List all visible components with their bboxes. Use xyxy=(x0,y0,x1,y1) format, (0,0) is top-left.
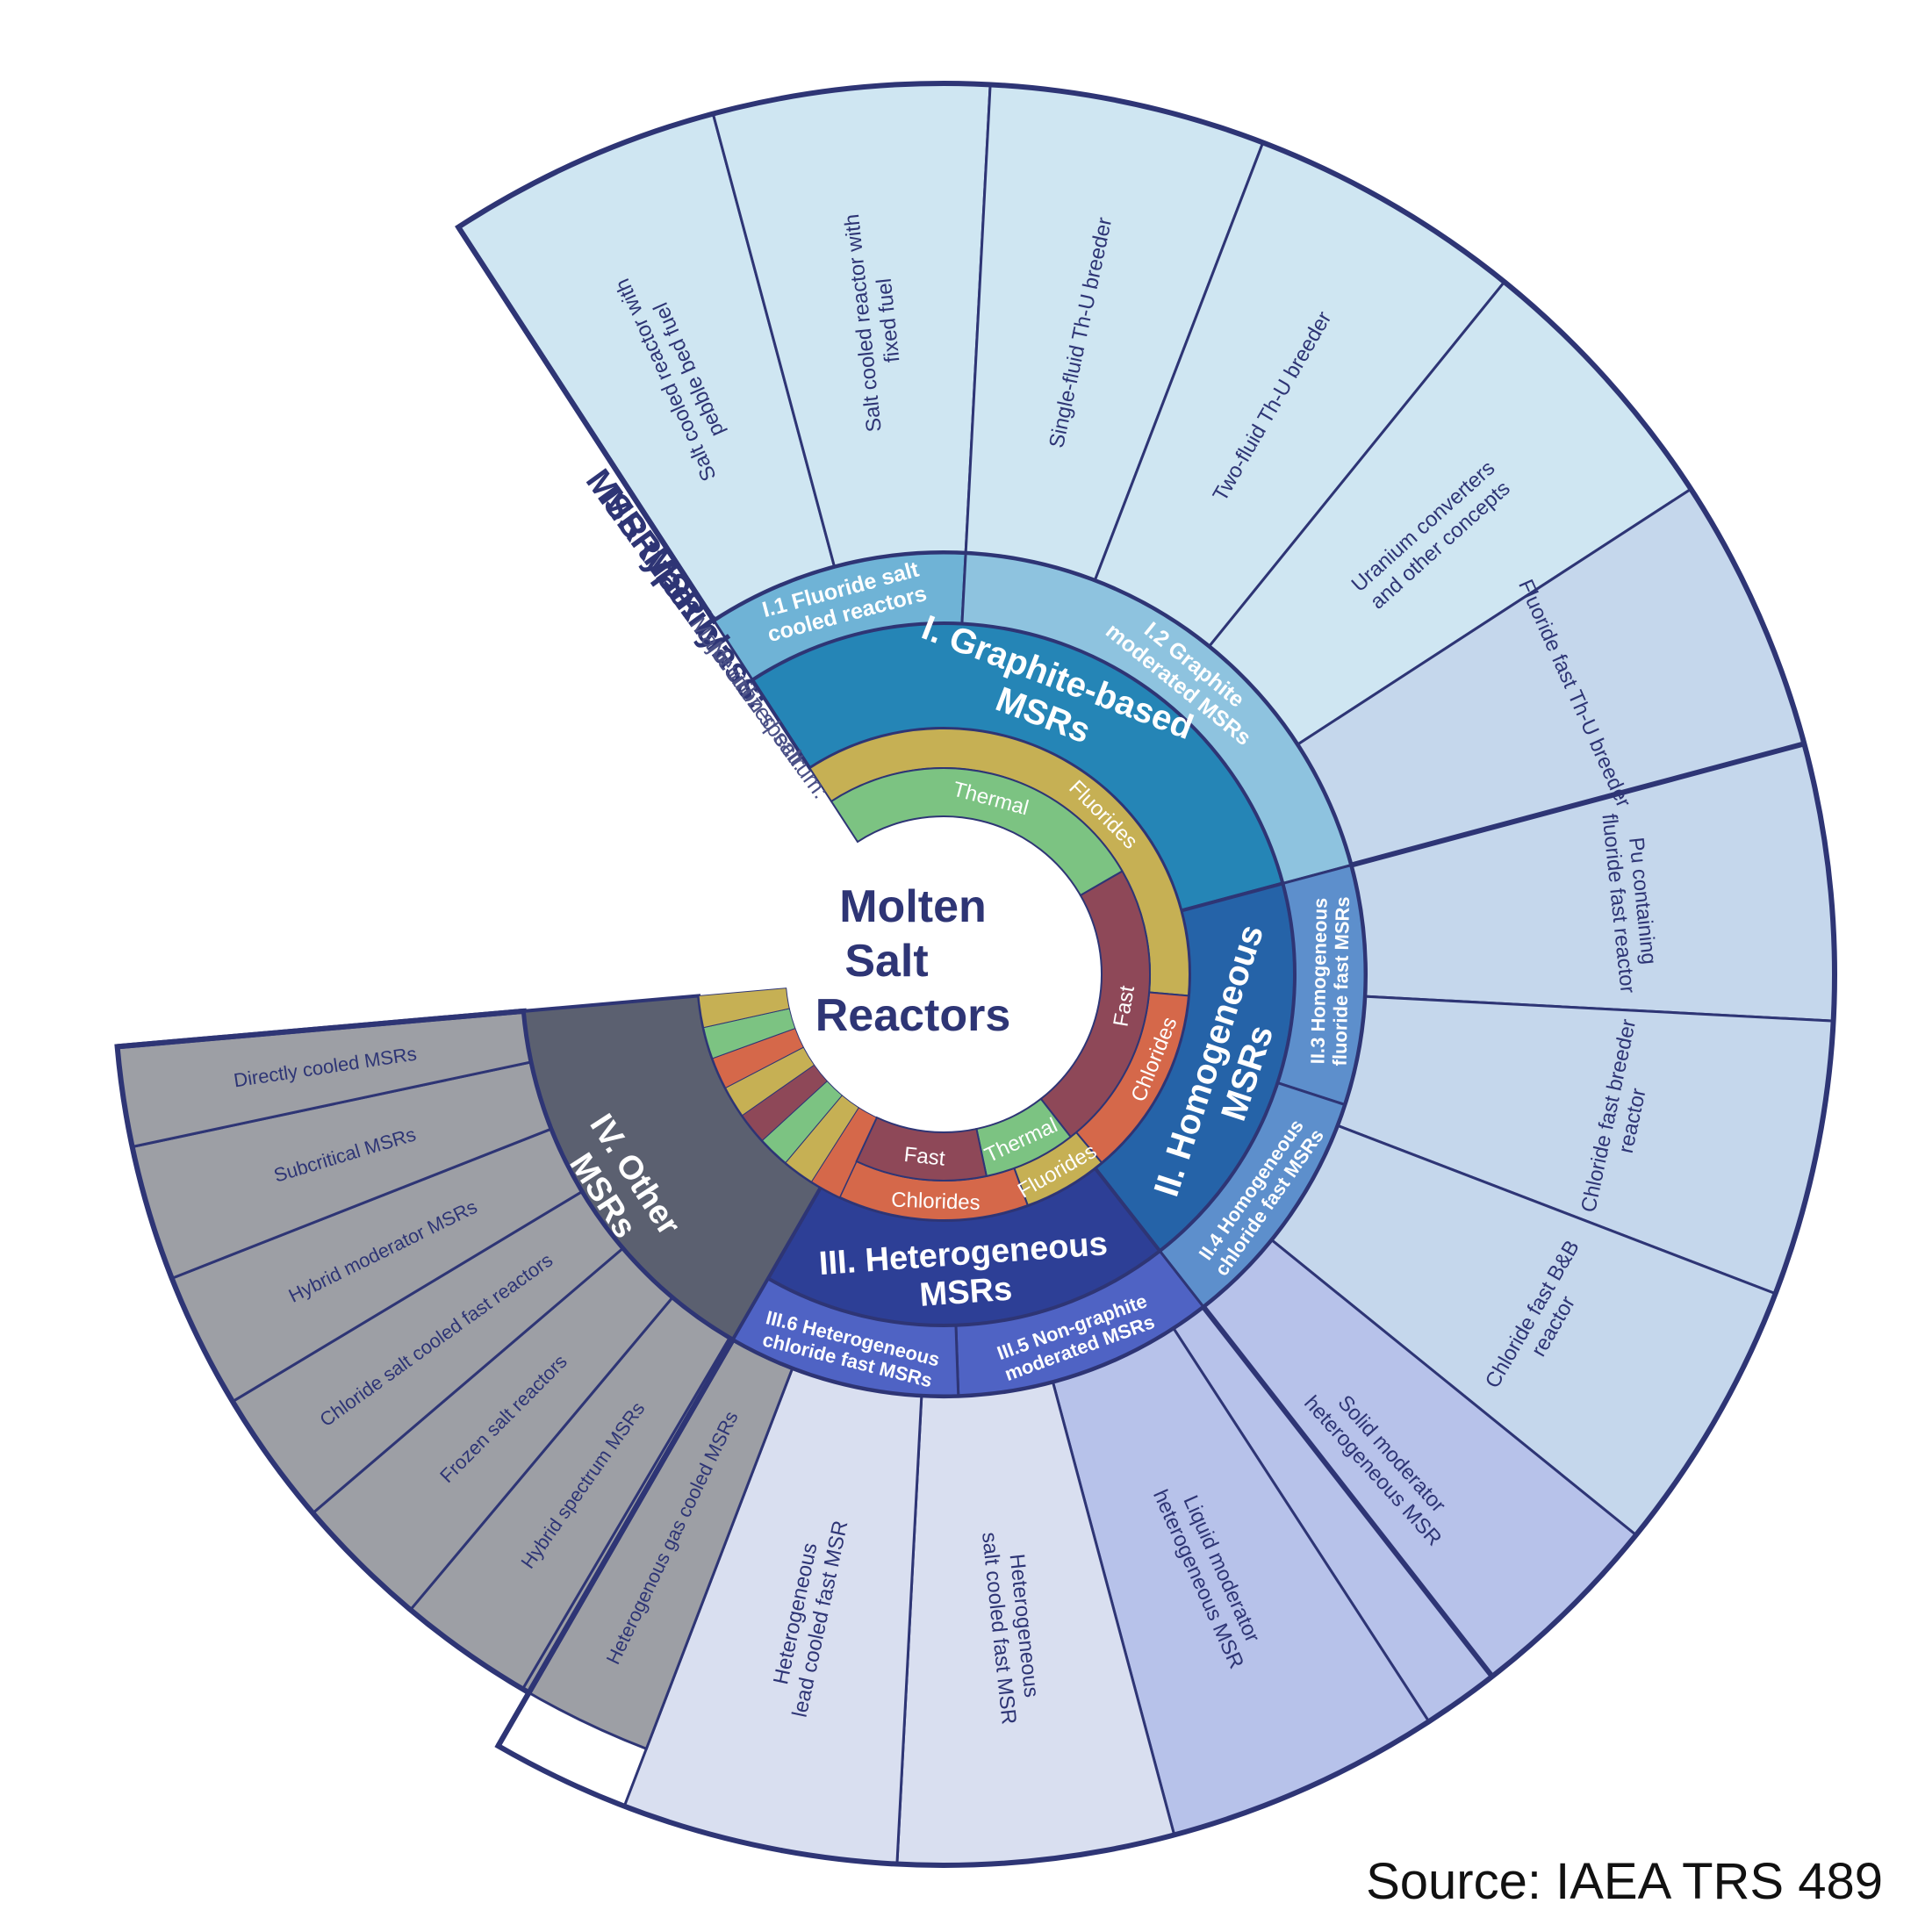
other-salt-block xyxy=(698,988,790,1029)
center-title-line-3: Reactors xyxy=(815,990,1011,1041)
center-title-line-1: Molten xyxy=(839,881,987,932)
source-caption: Source: IAEA TRS 489 xyxy=(1366,1853,1883,1910)
msr-family-label-line-2: fluoride fast MSRs xyxy=(1329,896,1354,1067)
spectrum-segment xyxy=(855,1116,988,1181)
center-title: Molten Salt Reactors xyxy=(815,881,1011,1041)
class-boundary-line xyxy=(1349,741,1806,868)
spectrum-label: Fast xyxy=(903,1143,947,1171)
class-boundary-line xyxy=(1201,1304,1495,1678)
center-title-line-2: Salt xyxy=(844,936,928,987)
salt-label: Chlorides xyxy=(891,1188,981,1215)
msr-class-label-line-2: MSRs xyxy=(918,1271,1013,1314)
msr-family-label-line-1: II.3 Homogeneous xyxy=(1306,898,1331,1065)
salt-label-line-1: Chlorides xyxy=(891,1188,981,1215)
spectrum-label-line-1: Fast xyxy=(903,1143,947,1171)
